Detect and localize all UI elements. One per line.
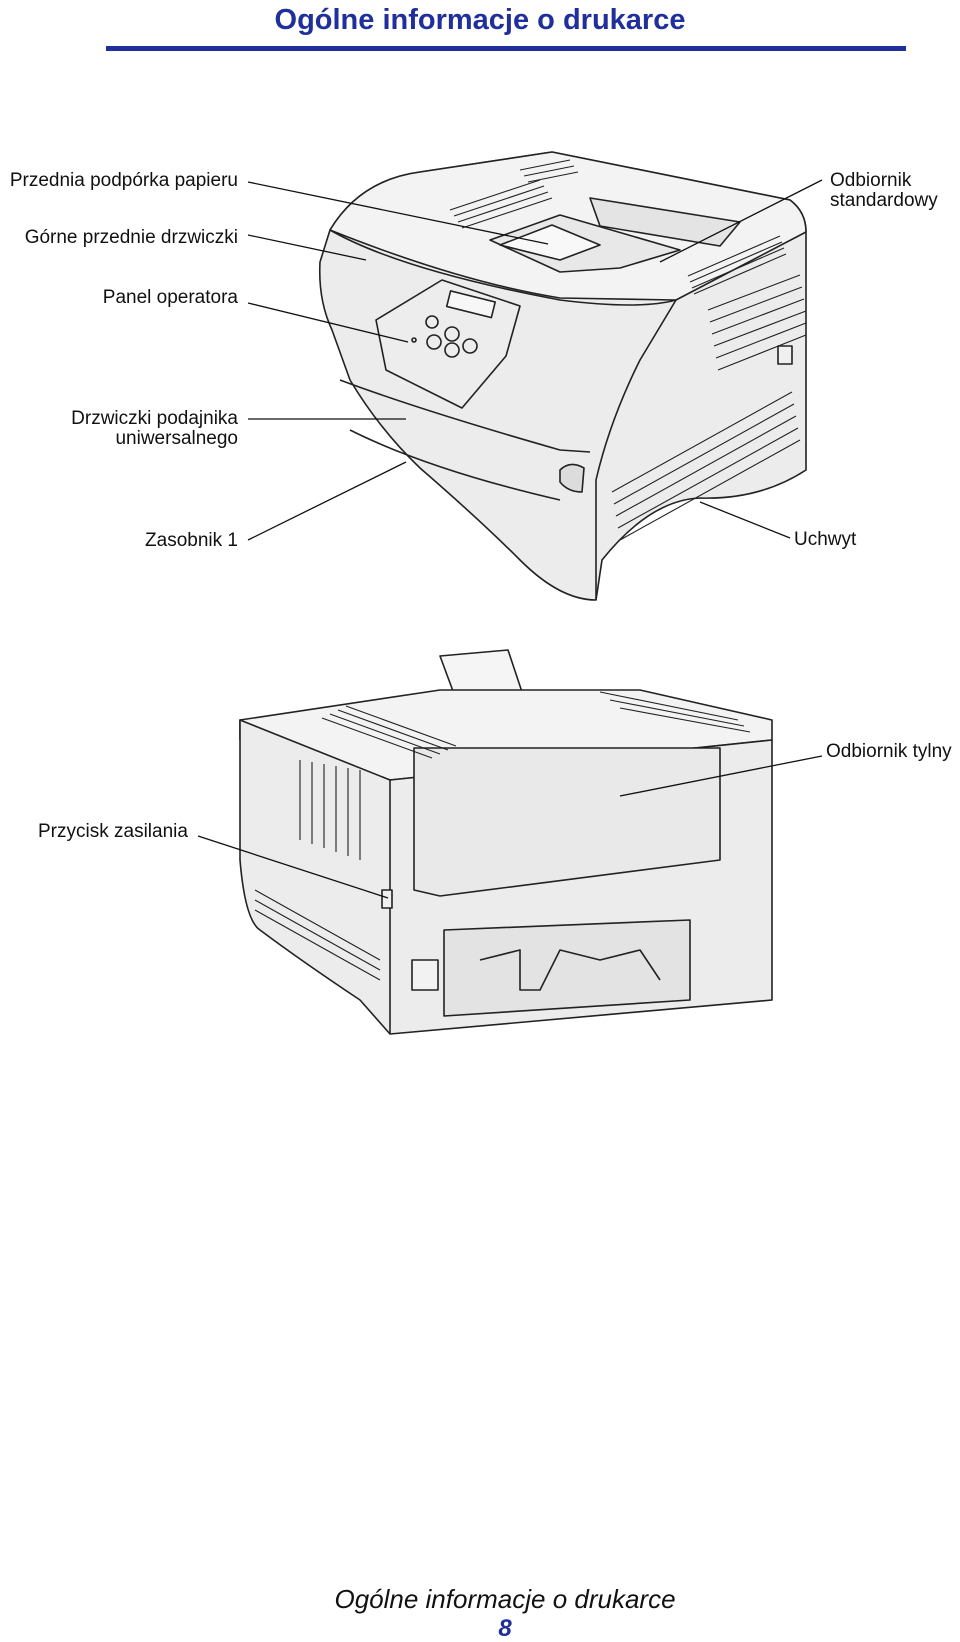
label-tray1: Zasobnik 1 [145,530,238,551]
power-switch-shape [381,889,393,909]
label-mp-feeder-door-line1: Drzwiczki podajnika [71,408,238,429]
label-standard-bin-line1: Odbiornik [830,170,912,191]
label-power-switch: Przycisk zasilania [38,821,188,842]
printer-rear-illustration [197,649,823,1035]
label-handle: Uchwyt [794,529,857,550]
page-number: 8 [498,1615,512,1642]
label-mp-feeder-door-line2: uniwersalnego [115,428,238,449]
handle-shape [559,463,585,493]
label-standard-bin-line2: standardowy [830,190,938,211]
printer-front-illustration [247,151,823,601]
footer-title: Ogólne informacje o drukarce [334,1584,676,1614]
label-rear-bin: Odbiornik tylny [826,741,952,762]
rear-bin-door [413,747,721,897]
title-rule [106,46,906,51]
label-paper-support: Przednia podpórka papieru [9,170,238,191]
page-title: Ogólne informacje o drukarce [274,4,686,36]
label-upper-front-door: Górne przednie drzwiczki [24,227,238,248]
label-operator-panel: Panel operatora [102,287,238,308]
